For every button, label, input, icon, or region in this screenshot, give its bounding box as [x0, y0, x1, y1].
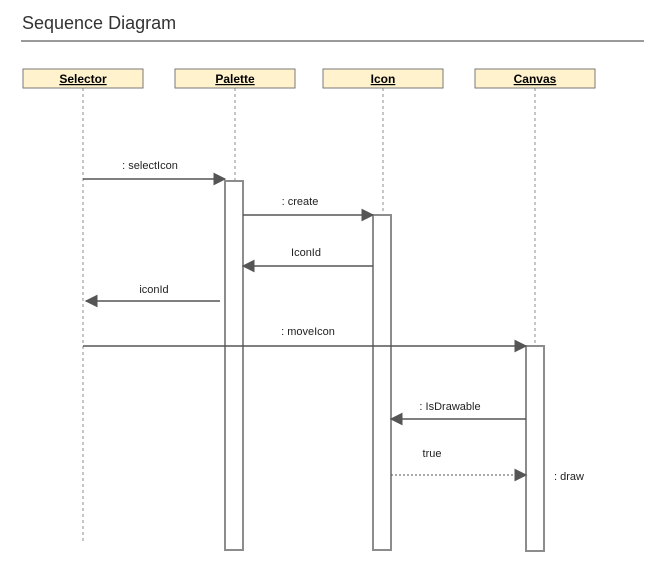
diagram-header: Sequence Diagram	[21, 10, 644, 42]
participant-box-icon[interactable]	[322, 68, 444, 89]
page-title: Sequence Diagram	[22, 13, 177, 33]
self-call-label-draw: : draw	[554, 471, 584, 483]
participant-box-selector[interactable]	[22, 68, 144, 89]
participant-box-canvas[interactable]	[474, 68, 596, 89]
participant-label-icon: Icon	[371, 72, 396, 86]
message-label-m7: true	[423, 448, 442, 460]
message-label-m6: : IsDrawable	[419, 401, 480, 413]
message-label-m2: : create	[282, 196, 319, 208]
participant-label-canvas: Canvas	[514, 72, 557, 86]
message-label-m5: : moveIcon	[281, 326, 335, 338]
message-label-m1: : selectIcon	[122, 160, 178, 172]
message-label-m3: IconId	[291, 247, 321, 259]
participant-label-palette: Palette	[215, 72, 255, 86]
activation-bar-canvas	[525, 345, 545, 552]
participant-box-palette[interactable]	[174, 68, 296, 89]
participant-label-selector: Selector	[59, 72, 107, 86]
message-label-m4: iconId	[139, 284, 168, 296]
activation-bar-palette	[224, 180, 244, 551]
activation-bar-icon	[372, 214, 392, 551]
